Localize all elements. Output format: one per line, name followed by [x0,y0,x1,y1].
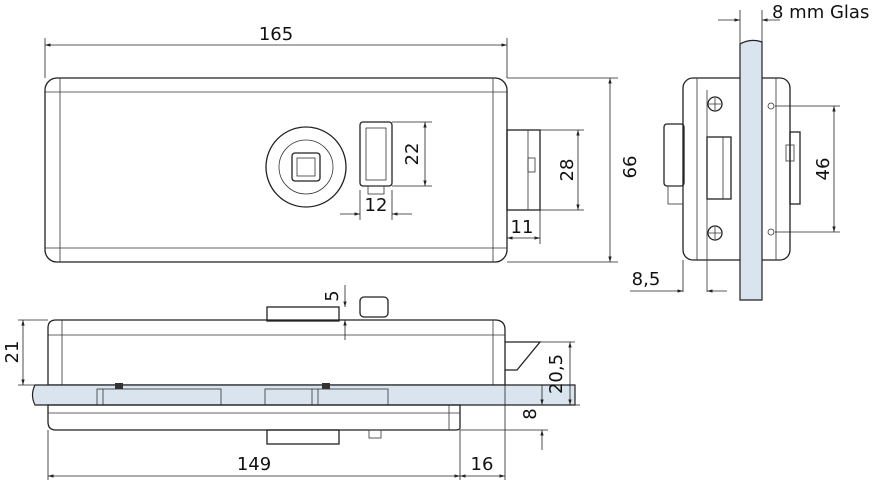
indicator-window [359,121,393,187]
glass-label: 8 mm Glas [772,2,869,23]
strike-plate [706,136,732,200]
dim-22: 22 [402,143,423,166]
dim-8-5: 8,5 [632,269,661,290]
dim-165: 165 [259,24,293,45]
dim-28: 28 [557,159,578,182]
dim-5: 5 [322,290,343,301]
dim-149: 149 [237,454,271,475]
dim-12: 12 [365,195,388,216]
knob-rosette [265,126,347,208]
glass-section [31,384,576,406]
latch [506,129,541,211]
dim-46: 46 [813,158,834,181]
top-view [18,285,580,480]
dim-16: 16 [471,454,494,475]
front-view [44,38,618,263]
square-spindle [291,152,321,182]
screw-icon [707,96,723,112]
dim-20-5: 20,5 [546,354,567,394]
glass-pane [739,39,763,301]
side-view [630,10,840,301]
dim-21: 21 [2,341,23,364]
screw-icon [707,225,723,241]
dim-11: 11 [511,217,534,238]
dim-66: 66 [620,156,641,179]
dim-8: 8 [520,408,541,419]
